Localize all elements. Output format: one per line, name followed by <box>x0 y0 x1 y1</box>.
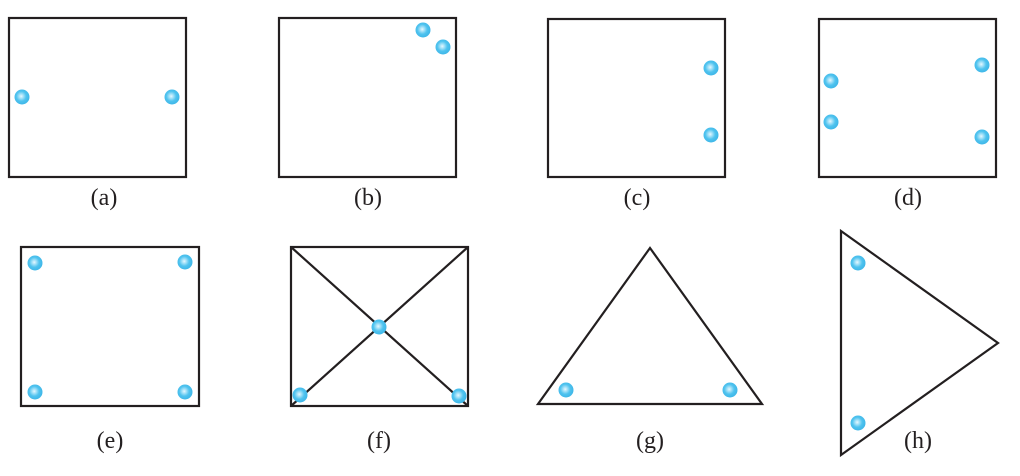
dot-marker <box>177 254 193 270</box>
panel-label: (c) <box>624 185 651 211</box>
dot-marker <box>703 127 719 143</box>
panel-label: (b) <box>354 185 382 211</box>
dot-marker <box>177 384 193 400</box>
triangle-outline <box>535 246 765 406</box>
rectangle-outline <box>7 16 188 179</box>
dot-marker <box>451 388 467 404</box>
panel-label: (e) <box>97 428 124 454</box>
panel-h: (h) <box>839 228 1000 458</box>
dot-marker <box>14 89 30 105</box>
panel-b: (b) <box>277 16 458 211</box>
panel-d: (d) <box>817 17 998 211</box>
dot-marker <box>823 114 839 130</box>
dot-marker <box>722 382 738 398</box>
triangle-outline <box>839 228 1000 458</box>
dot-marker <box>974 129 990 145</box>
dot-marker <box>371 319 387 335</box>
panel-label: (d) <box>894 185 922 211</box>
rectangle-outline <box>817 17 998 179</box>
panel-label: (f) <box>367 428 391 454</box>
rectangle-outline <box>19 245 201 408</box>
rectangle-outline <box>289 245 470 408</box>
dot-marker <box>27 255 43 271</box>
dot-marker <box>703 60 719 76</box>
dot-marker <box>974 57 990 73</box>
dot-marker <box>823 73 839 89</box>
panel-e: (e) <box>19 245 201 454</box>
rectangle-outline <box>546 17 727 179</box>
panel-c: (c) <box>546 17 727 211</box>
dot-marker <box>850 415 866 431</box>
dot-marker <box>850 255 866 271</box>
panel-f: (f) <box>289 245 470 454</box>
panel-label: (a) <box>91 185 118 211</box>
dot-marker <box>435 39 451 55</box>
panel-label: (g) <box>636 428 664 454</box>
dot-marker <box>164 89 180 105</box>
panels-group: (a) (b) (c) (d) (e) (f) (g) (h) <box>7 16 1000 458</box>
panel-label: (h) <box>904 428 932 454</box>
dot-marker <box>292 387 308 403</box>
rectangle-outline <box>277 16 458 179</box>
panel-a: (a) <box>7 16 188 211</box>
panel-g: (g) <box>535 246 765 454</box>
dot-marker <box>415 22 431 38</box>
dot-marker <box>27 384 43 400</box>
dot-marker <box>558 382 574 398</box>
